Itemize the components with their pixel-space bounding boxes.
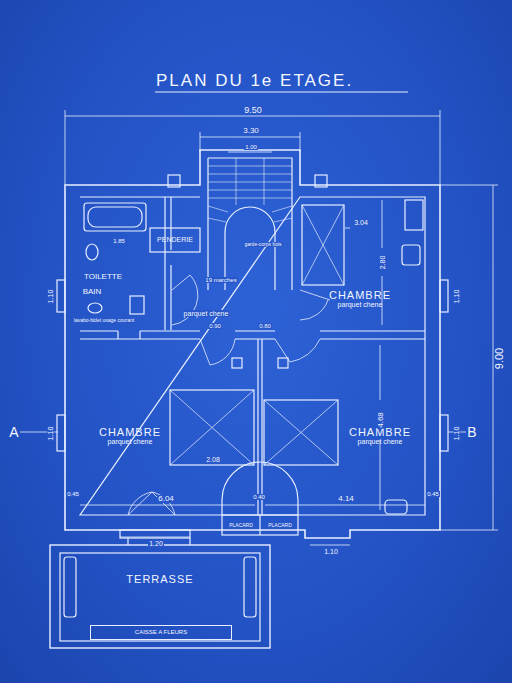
dimension-label: 1.10 <box>48 288 55 304</box>
plan-note: PLACARD <box>267 523 293 528</box>
plan-note: A <box>9 425 18 439</box>
floor-note: parquet chene <box>358 438 403 446</box>
plan-note: PLACARD <box>228 523 254 528</box>
room-label: TOILETTE <box>84 273 122 282</box>
dimension-label: 0.80 <box>258 323 272 329</box>
dimension-label: 4.68 <box>377 411 385 429</box>
room-label: CHAMBREparquet chene <box>99 426 161 446</box>
terrace-area: TERRASSE CAISSE A FLEURS <box>52 545 268 646</box>
dimension-label: 0.40 <box>252 494 266 500</box>
dimension-label: 0.45 <box>426 491 440 497</box>
flower-box: CAISSE A FLEURS <box>90 625 232 640</box>
plan-note: parquet chene <box>183 310 230 317</box>
dimension-label: 4.14 <box>337 495 355 503</box>
dimension-label: 9.50 <box>243 106 263 115</box>
dimension-label: 1.10 <box>454 288 461 304</box>
room-name: TOILETTE <box>84 273 122 282</box>
dimension-label: 2.08 <box>205 456 221 463</box>
dimension-label: 1.20 <box>148 540 164 547</box>
plan-note: B <box>467 425 476 439</box>
dimension-label: 1.10 <box>323 548 339 555</box>
room-label: CHAMBREparquet chene <box>329 289 391 309</box>
dimension-label: 3.30 <box>242 127 260 135</box>
room-name: CHAMBRE <box>329 289 391 301</box>
room-name: BAIN <box>83 288 102 297</box>
plan-title: PLAN DU 1e ETAGE. <box>156 72 353 89</box>
room-label: CHAMBREparquet chene <box>349 426 411 446</box>
dimension-label: 1.85 <box>112 238 126 244</box>
dimension-label: 1.10 <box>454 425 461 441</box>
dimension-label: 1.00 <box>244 144 258 150</box>
room-name: PENDERIE <box>157 236 193 244</box>
room-name: CHAMBRE <box>99 426 161 438</box>
dimension-label: 2.80 <box>380 254 387 270</box>
dimension-label: 6.04 <box>157 495 175 503</box>
dimension-label: 1.10 <box>48 425 55 441</box>
plan-note: 19 marches <box>204 277 237 283</box>
room-label: PENDERIE <box>157 236 193 244</box>
room-name: TERRASSE <box>126 573 193 585</box>
floor-note: parquet chene <box>108 438 153 446</box>
room-label: BAIN <box>83 288 102 297</box>
plan-note: lavabo-bidet usage courant <box>73 318 135 323</box>
dimension-label: 0.90 <box>208 323 222 329</box>
plan-note: garde-corps bois <box>243 242 282 247</box>
floor-note: parquet chene <box>338 301 383 309</box>
dimension-label: 3.04 <box>353 219 369 226</box>
dimension-label: 0.45 <box>66 491 80 497</box>
room-name: CAISSE A FLEURS <box>135 629 187 636</box>
dimension-label: 9.00 <box>494 347 505 368</box>
